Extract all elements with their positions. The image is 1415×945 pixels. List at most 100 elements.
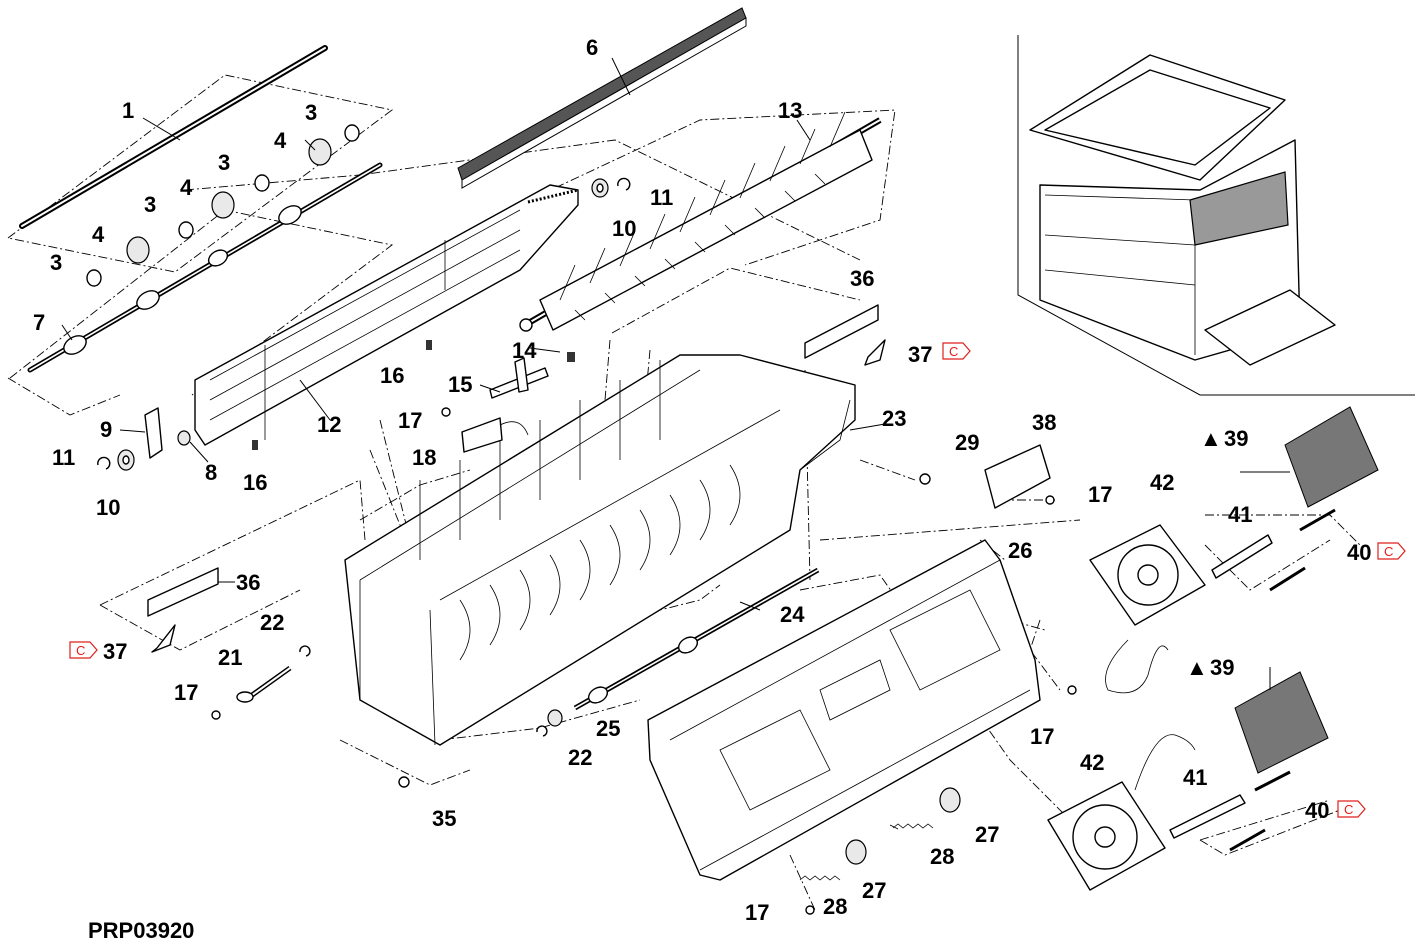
copier-location-inset: [1017, 35, 1415, 396]
caution-triangles: ▲ ▲: [1186, 426, 1222, 680]
e-ring-part-11-left: [97, 456, 111, 470]
roller-part-27: [845, 787, 961, 865]
leader-lines: [61, 57, 1290, 690]
fan-part-42-lower: [1047, 734, 1196, 891]
callout-3-c: 3: [218, 150, 230, 175]
callout-4-a: 4: [92, 222, 105, 247]
main-frame-part-23: [344, 354, 856, 746]
callout-3-a: 3: [50, 250, 62, 275]
callout-25: 25: [596, 716, 620, 741]
screw-part-35: [398, 776, 410, 788]
callout-27-b: 27: [975, 822, 999, 847]
c-tag-label: C: [1344, 802, 1353, 817]
callout-4-b: 4: [180, 175, 193, 200]
bearing-part-25: [547, 709, 563, 727]
callout-17-c: 17: [1088, 482, 1112, 507]
e-rings-part-22: [299, 645, 548, 737]
callout-22-b: 22: [568, 745, 592, 770]
e-ring-part-11-right: [617, 177, 631, 191]
callout-11-b: 11: [650, 185, 673, 210]
label-part-37-lower: [151, 624, 176, 653]
callout-17-b: 17: [174, 680, 198, 705]
callout-15: 15: [448, 372, 472, 397]
lever-part-15: [489, 357, 549, 399]
callout-14: 14: [512, 338, 537, 363]
shaft-part-24: [573, 567, 820, 711]
feed-guide-part-13: [519, 111, 882, 332]
callout-38: 38: [1032, 410, 1056, 435]
callout-28-b: 28: [930, 844, 954, 869]
callout-40-b: 40: [1305, 798, 1329, 823]
lower-guide-part-26: [647, 539, 1041, 881]
filter-part-39-lower: [1234, 671, 1329, 774]
callout-22-a: 22: [260, 610, 284, 635]
bracket-part-41-upper: [1211, 534, 1273, 579]
callout-37-b: 37: [103, 639, 127, 664]
figure-code: PRP03920: [88, 918, 194, 943]
cover-part-38: [984, 444, 1051, 509]
callout-17-e: 17: [745, 900, 769, 925]
callout-36-b: 36: [236, 570, 260, 595]
callout-10-b: 10: [612, 216, 636, 241]
spring-part-28: [799, 823, 934, 881]
callout-40-a: 40: [1347, 540, 1371, 565]
callout-35: 35: [432, 806, 456, 831]
callout-21: 21: [218, 645, 242, 670]
c-tag-label: C: [949, 344, 958, 359]
guide-frame-part-12: [194, 184, 579, 446]
callout-9: 9: [100, 417, 112, 442]
callout-37-a: 37: [908, 342, 932, 367]
callout-10-a: 10: [96, 495, 120, 520]
callout-26: 26: [1008, 538, 1032, 563]
callout-3-b: 3: [144, 192, 156, 217]
callout-1: 1: [122, 98, 134, 123]
callout-13: 13: [778, 98, 802, 123]
callout-11-a: 11: [52, 445, 75, 470]
springs-part-16: [252, 340, 432, 450]
label-part-37-upper: [864, 339, 886, 366]
triangle-icon: ▲: [1200, 426, 1222, 451]
spring-part-14: [567, 352, 575, 362]
callout-16-b: 16: [243, 470, 267, 495]
c-tag-icon: C: [1377, 542, 1406, 560]
callout-8: 8: [205, 460, 217, 485]
c-tag-label: C: [76, 643, 85, 658]
callout-23: 23: [882, 406, 906, 431]
callout-7: 7: [33, 310, 45, 335]
callout-3-d: 3: [305, 100, 317, 125]
bushings-part-3: [86, 124, 360, 287]
filter-part-39-upper: [1284, 406, 1379, 508]
bearing-part-8: [177, 430, 191, 446]
screws-part-40: [1229, 508, 1336, 852]
screw-part-29: [919, 473, 931, 485]
callout-39-b: 39: [1210, 655, 1234, 680]
callout-42-b: 42: [1080, 750, 1104, 775]
sensor-part-18: [461, 417, 529, 453]
callout-numbers: 1 3 3 3 3 4 4 4 6 7 8 9 10 10 11 11 12 1…: [33, 35, 1371, 925]
callout-28-a: 28: [823, 894, 847, 919]
c-tag-label: C: [1384, 544, 1393, 559]
callout-27-a: 27: [862, 878, 886, 903]
callout-17-d: 17: [1030, 724, 1054, 749]
callout-18: 18: [412, 445, 436, 470]
callout-17-a: 17: [398, 408, 422, 433]
bracket-part-41-lower: [1169, 794, 1246, 839]
c-tag-icon: C: [942, 342, 971, 360]
callout-36-a: 36: [850, 266, 874, 291]
callout-4-c: 4: [274, 128, 287, 153]
label-part-36-lower: [147, 567, 219, 617]
callout-39-a: 39: [1224, 426, 1248, 451]
c-tag-icon: C: [1337, 800, 1366, 818]
brush-strip-part-6: [457, 7, 747, 189]
c-tag-icon: C: [69, 641, 98, 659]
lever-part-21: [236, 665, 292, 703]
callout-24: 24: [780, 602, 805, 627]
shaft-part-1: [19, 45, 328, 229]
triangle-icon: ▲: [1186, 655, 1208, 680]
callout-41-b: 41: [1183, 765, 1207, 790]
callout-16-a: 16: [380, 363, 404, 388]
rollers-part-4: [126, 138, 332, 264]
roller-shaft-part-7: [27, 162, 383, 373]
bearing-part-10-left: [117, 449, 135, 471]
label-part-36-upper: [804, 304, 879, 359]
